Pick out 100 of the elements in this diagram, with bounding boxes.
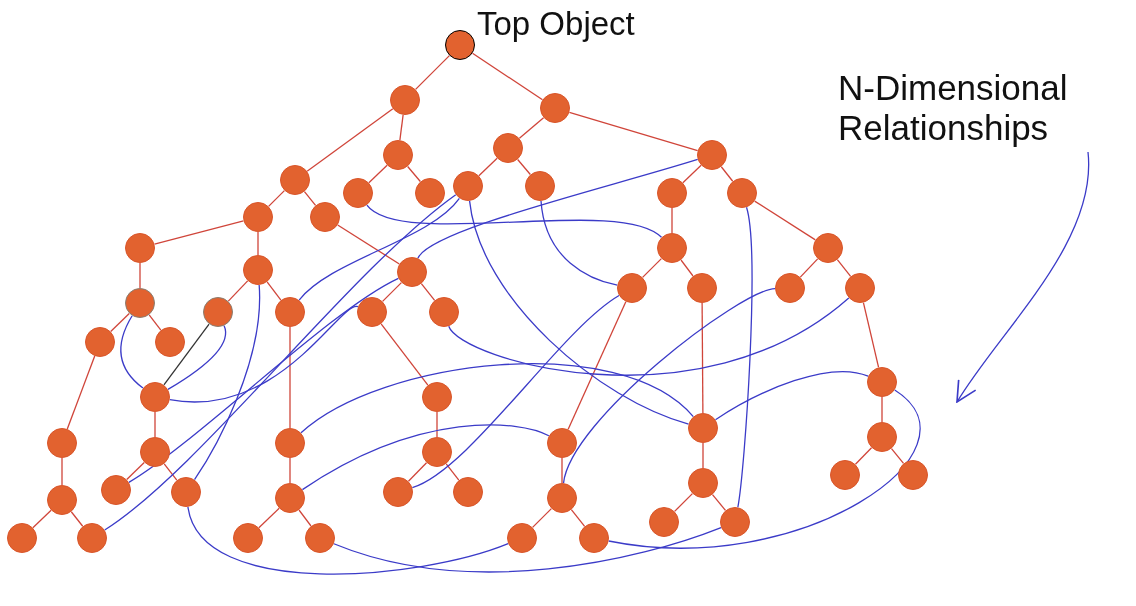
tree-node — [233, 523, 263, 553]
tree-node — [727, 178, 757, 208]
relationship-curve — [411, 294, 620, 489]
relationship-curve — [448, 297, 850, 376]
tree-node — [422, 382, 452, 412]
tree-node — [429, 297, 459, 327]
relationship-curve — [298, 197, 460, 301]
tree-node — [171, 477, 201, 507]
tree-branch — [61, 457, 63, 486]
relationship-curve — [187, 506, 509, 575]
tree-branch — [641, 257, 663, 279]
tree-node — [525, 171, 555, 201]
tree-branch — [680, 259, 694, 277]
tree-branch — [289, 457, 291, 484]
tree-node — [275, 483, 305, 513]
annotation-text: N-Dimensional Relationships — [838, 68, 1108, 148]
relationship-curve — [128, 277, 400, 483]
relationship-curve — [608, 389, 921, 549]
tree-node — [47, 485, 77, 515]
tree-node — [343, 178, 373, 208]
tree-node — [845, 273, 875, 303]
tree-node — [579, 523, 609, 553]
tree-branch — [799, 258, 819, 278]
tree-branch — [298, 509, 312, 527]
tree-node — [305, 523, 335, 553]
tree-branch — [407, 462, 428, 482]
relationship-curve — [714, 371, 869, 421]
tree-node — [688, 413, 718, 443]
tree-node — [898, 460, 928, 490]
tree-node — [687, 273, 717, 303]
tree-branch — [518, 117, 545, 139]
tree-node — [140, 437, 170, 467]
relationship-curve — [104, 194, 457, 531]
tree-node — [453, 171, 483, 201]
relationship-curve — [417, 158, 699, 259]
tree-branch — [854, 447, 873, 465]
tree-node — [867, 422, 897, 452]
tree-node — [47, 428, 77, 458]
tree-branch — [570, 509, 586, 527]
tree-node — [830, 460, 860, 490]
relationship-curve — [333, 526, 722, 573]
tree-branch — [267, 189, 286, 208]
tree-branch — [407, 165, 421, 183]
tree-branch — [890, 447, 905, 465]
relationship-curve — [366, 204, 663, 238]
tree-branch — [711, 493, 727, 512]
relationship-curve — [301, 424, 550, 491]
tree-branch — [517, 158, 531, 176]
tree-node — [280, 165, 310, 195]
relationship-curve — [562, 287, 776, 484]
tree-branch — [567, 301, 627, 430]
tree-branch — [531, 507, 553, 529]
tree-node — [275, 297, 305, 327]
tree-branch — [445, 463, 460, 481]
tree-branch — [561, 457, 563, 484]
tree-branch — [399, 114, 404, 141]
tree-node — [310, 202, 340, 232]
tree-branch — [754, 200, 816, 241]
tree-branch — [337, 224, 400, 265]
pointer-arrow — [956, 151, 1089, 403]
tree-node — [507, 523, 537, 553]
tree-branch — [66, 355, 96, 430]
tree-branch — [380, 323, 429, 386]
tree-branch — [414, 54, 451, 91]
tree-node — [657, 233, 687, 263]
tree-node — [125, 233, 155, 263]
tree-node — [125, 288, 155, 318]
tree-branch — [702, 442, 704, 469]
tree-branch — [303, 191, 317, 206]
tree-branch — [153, 220, 245, 245]
tree-branch — [227, 280, 249, 302]
tree-branch — [881, 396, 883, 423]
tree-branch — [862, 301, 880, 369]
relationship-curve — [468, 200, 690, 425]
tree-branch — [720, 166, 734, 182]
tree-branch — [368, 164, 388, 184]
tree-branch — [139, 262, 141, 289]
tree-node — [140, 382, 170, 412]
tree-node — [383, 140, 413, 170]
tree-node — [775, 273, 805, 303]
tree-branch — [671, 207, 673, 234]
tree-node — [243, 255, 273, 285]
tree-branch — [701, 302, 704, 414]
tree-branch — [420, 283, 436, 301]
tree-node — [155, 327, 185, 357]
tree-node — [688, 468, 718, 498]
tree-branch — [110, 312, 130, 333]
tree-branch — [126, 461, 145, 481]
tree-node — [85, 327, 115, 357]
relationship-curve — [300, 363, 694, 434]
tree-branch — [148, 314, 162, 331]
tree-branch — [266, 281, 282, 301]
tree-node — [397, 257, 427, 287]
tree-branch — [32, 509, 52, 529]
tree-node — [547, 483, 577, 513]
relationship-curve — [193, 284, 261, 481]
tree-branch — [257, 231, 259, 256]
relationship-curve — [167, 325, 227, 391]
tree-node — [243, 202, 273, 232]
tree-node — [649, 507, 679, 537]
